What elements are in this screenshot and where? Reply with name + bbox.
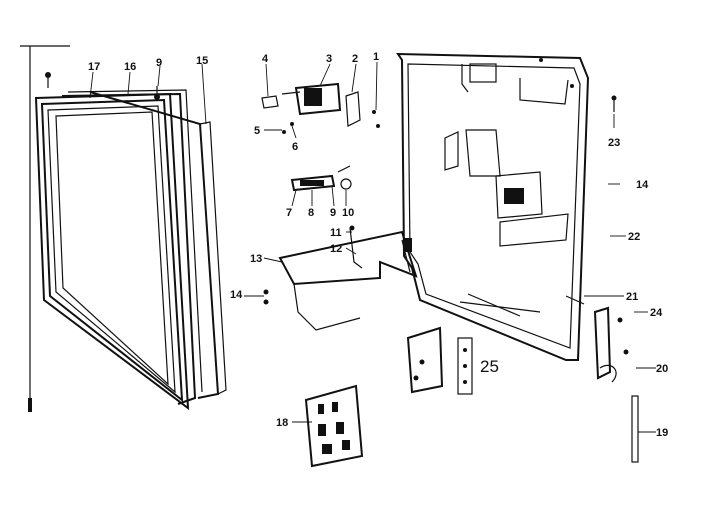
door-panel-15: [89, 91, 227, 399]
callout-21: 21: [626, 291, 638, 303]
callout-labels: 17 16 9 15 4 3 2 1 5 6 7 8 9 10 11 12 13…: [88, 51, 668, 439]
callout-7: 7: [286, 207, 292, 219]
callout-18: 18: [276, 417, 288, 429]
callout-14-left: 14: [230, 289, 243, 301]
callout-2: 2: [352, 53, 358, 65]
callout-6: 6: [292, 141, 298, 153]
callout-13: 13: [250, 253, 262, 265]
callout-4: 4: [262, 53, 269, 65]
bracket-25: [406, 326, 473, 395]
callout-1: 1: [373, 51, 379, 63]
leader-lines: [89, 61, 656, 433]
link-rod: [349, 225, 363, 269]
callout-17: 17: [88, 61, 100, 73]
callout-9: 9: [156, 57, 162, 69]
left-reference-line: [20, 45, 70, 412]
screw-icon: [45, 72, 51, 88]
callout-24: 24: [650, 307, 663, 319]
switch-assembly: [290, 165, 352, 192]
latch-assembly: [261, 82, 380, 134]
screw-icon: [617, 317, 629, 355]
rod-19: [631, 395, 639, 463]
callout-3: 3: [326, 53, 332, 65]
callout-19: 19: [656, 427, 668, 439]
inner-door-liner-22: [396, 52, 590, 361]
callout-23: 23: [608, 137, 620, 149]
callout-15: 15: [196, 55, 208, 67]
control-board-18: [304, 384, 364, 468]
callout-11: 11: [330, 227, 342, 239]
callout-16: 16: [124, 61, 136, 73]
screw-icon: [263, 289, 269, 305]
callout-10: 10: [342, 207, 354, 219]
door-frame-assembly: [34, 89, 203, 411]
callout-22: 22: [628, 231, 640, 243]
callout-20: 20: [656, 363, 668, 375]
callout-14-right: 14: [636, 179, 649, 191]
hinge-bracket-20: [593, 306, 617, 383]
callout-12: 12: [330, 243, 342, 255]
callout-25: 25: [480, 357, 499, 376]
callout-5: 5: [254, 125, 260, 137]
screw-icon: [611, 95, 617, 112]
screw-icon: [154, 86, 160, 100]
callout-9b: 9: [330, 207, 336, 219]
callout-8: 8: [308, 207, 314, 219]
outer-panel-13: [278, 230, 418, 331]
